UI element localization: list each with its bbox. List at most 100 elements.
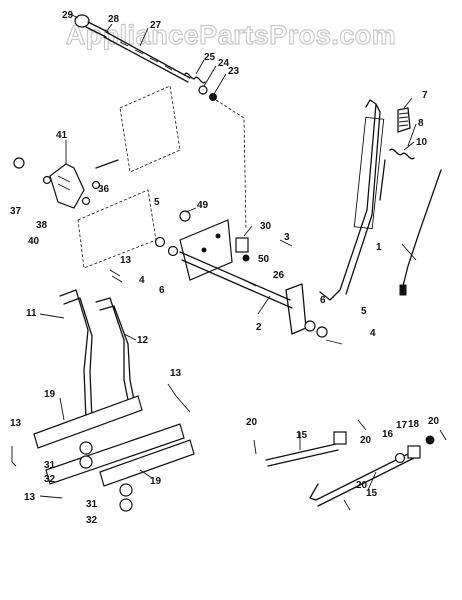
callout-31-upper: 31 <box>44 460 56 471</box>
nut-part-23 <box>209 93 217 101</box>
callout-6-lower: 6 <box>320 295 326 306</box>
leader-19-lower <box>139 469 153 479</box>
washer-part-49 <box>179 210 191 222</box>
callout-17: 17 <box>396 420 408 431</box>
washer-part-5-upper <box>154 236 166 248</box>
rod-part-10 <box>379 159 386 201</box>
arm-part-11 <box>59 289 93 421</box>
callout-49: 49 <box>197 200 209 211</box>
callout-13-right: 13 <box>170 368 182 379</box>
bushing-part-31-upper <box>79 441 93 455</box>
leader-12 <box>123 333 137 341</box>
leader-25 <box>195 59 205 75</box>
callout-25: 25 <box>204 52 216 63</box>
pin-part-26 <box>239 277 257 287</box>
callout-16: 16 <box>382 429 394 440</box>
callout-13-top: 13 <box>120 255 132 266</box>
ferrule-upper <box>333 431 347 445</box>
link-assemblies <box>11 383 195 512</box>
leader-29 <box>69 13 79 19</box>
lift-handle <box>319 99 377 301</box>
spring-part-25 <box>184 72 206 84</box>
callout-13-bottom: 13 <box>24 492 36 503</box>
shaft-part-2 <box>179 251 293 309</box>
callout-38: 38 <box>36 220 48 231</box>
upper-dashed-panel <box>119 85 181 173</box>
callout-5-upper: 5 <box>154 197 160 208</box>
callout-10: 10 <box>416 137 428 148</box>
bushing-part-30 <box>235 237 249 253</box>
callout-20-right: 20 <box>428 416 440 427</box>
spring-part-7 <box>397 107 411 133</box>
cover-ribs <box>57 175 71 191</box>
callout-6-upper: 6 <box>159 285 165 296</box>
watermark-text: AppliancePartsPros.com <box>66 20 397 50</box>
shaft-end-bracket <box>285 283 307 335</box>
callout-27: 27 <box>150 20 162 31</box>
handle-grip-outline <box>353 116 385 230</box>
pin-part-3 <box>279 239 293 247</box>
leader-27 <box>139 27 149 47</box>
callout-18: 18 <box>408 419 420 430</box>
washer-part-5-lower <box>316 326 328 338</box>
callout-28: 28 <box>108 14 120 25</box>
leader-30 <box>243 225 253 237</box>
callout-29: 29 <box>62 10 74 21</box>
callout-labels: 29 28 27 25 24 23 7 8 10 41 37 38 40 36 … <box>10 10 440 526</box>
handle-assembly <box>319 99 442 301</box>
link-part-19-upper <box>33 395 143 449</box>
ferrule-part-18 <box>407 445 421 459</box>
washer-part-40 <box>81 196 91 206</box>
callout-5-lower: 5 <box>361 306 367 317</box>
pin-part-20-right <box>439 429 447 441</box>
leader-7 <box>403 97 413 109</box>
callout-20-bottom: 20 <box>356 480 368 491</box>
leader-49 <box>185 207 197 213</box>
leader-11 <box>39 313 65 319</box>
callout-24: 24 <box>218 58 230 69</box>
rod-part-15-upper <box>265 443 339 467</box>
washer-part-38 <box>42 175 52 185</box>
leader-23 <box>213 73 227 95</box>
callout-4-upper: 4 <box>139 275 145 286</box>
callout-36: 36 <box>98 184 110 195</box>
bracket-hole-2 <box>215 233 221 239</box>
callout-13-left: 13 <box>10 418 22 429</box>
bracket-hole-1 <box>201 247 207 253</box>
callout-15-upper: 15 <box>296 430 308 441</box>
side-cap-assembly <box>13 157 119 209</box>
callout-41: 41 <box>56 130 68 141</box>
leader-24 <box>203 65 217 87</box>
lift-handle-edge <box>345 103 381 295</box>
callout-32-lower: 32 <box>86 515 98 526</box>
spring-coils-part-7 <box>398 112 409 127</box>
leader-15-lower <box>367 471 377 491</box>
bracket-part-28 <box>85 21 109 38</box>
rod-part-27 <box>103 31 191 83</box>
callout-32-upper: 32 <box>44 474 56 485</box>
leader-2 <box>257 295 271 315</box>
callout-37: 37 <box>10 206 22 217</box>
leader-28 <box>105 23 113 33</box>
leader-lines <box>39 13 417 491</box>
pin-part-13-right <box>167 383 191 413</box>
cable-part-1 <box>401 169 442 291</box>
leader-1 <box>401 243 417 261</box>
cable-end-part-1 <box>399 284 407 296</box>
knob-part-29 <box>74 14 90 28</box>
callout-40: 40 <box>28 236 40 247</box>
callout-31-lower: 31 <box>86 499 98 510</box>
cover-part-41 <box>49 163 85 209</box>
bushing-part-6-upper <box>167 245 179 257</box>
pin-part-13-bottom <box>39 495 63 499</box>
center-bracket-assembly <box>154 210 343 345</box>
link-part-19-middle <box>45 423 185 485</box>
cable-rod-assembly <box>74 14 217 101</box>
pin-part-36 <box>95 159 119 169</box>
bushing-part-32-upper <box>79 455 93 469</box>
link-part-19-lower <box>99 439 195 487</box>
nut-part-50 <box>242 254 250 262</box>
callout-26: 26 <box>273 270 285 281</box>
callout-1: 1 <box>376 242 382 253</box>
